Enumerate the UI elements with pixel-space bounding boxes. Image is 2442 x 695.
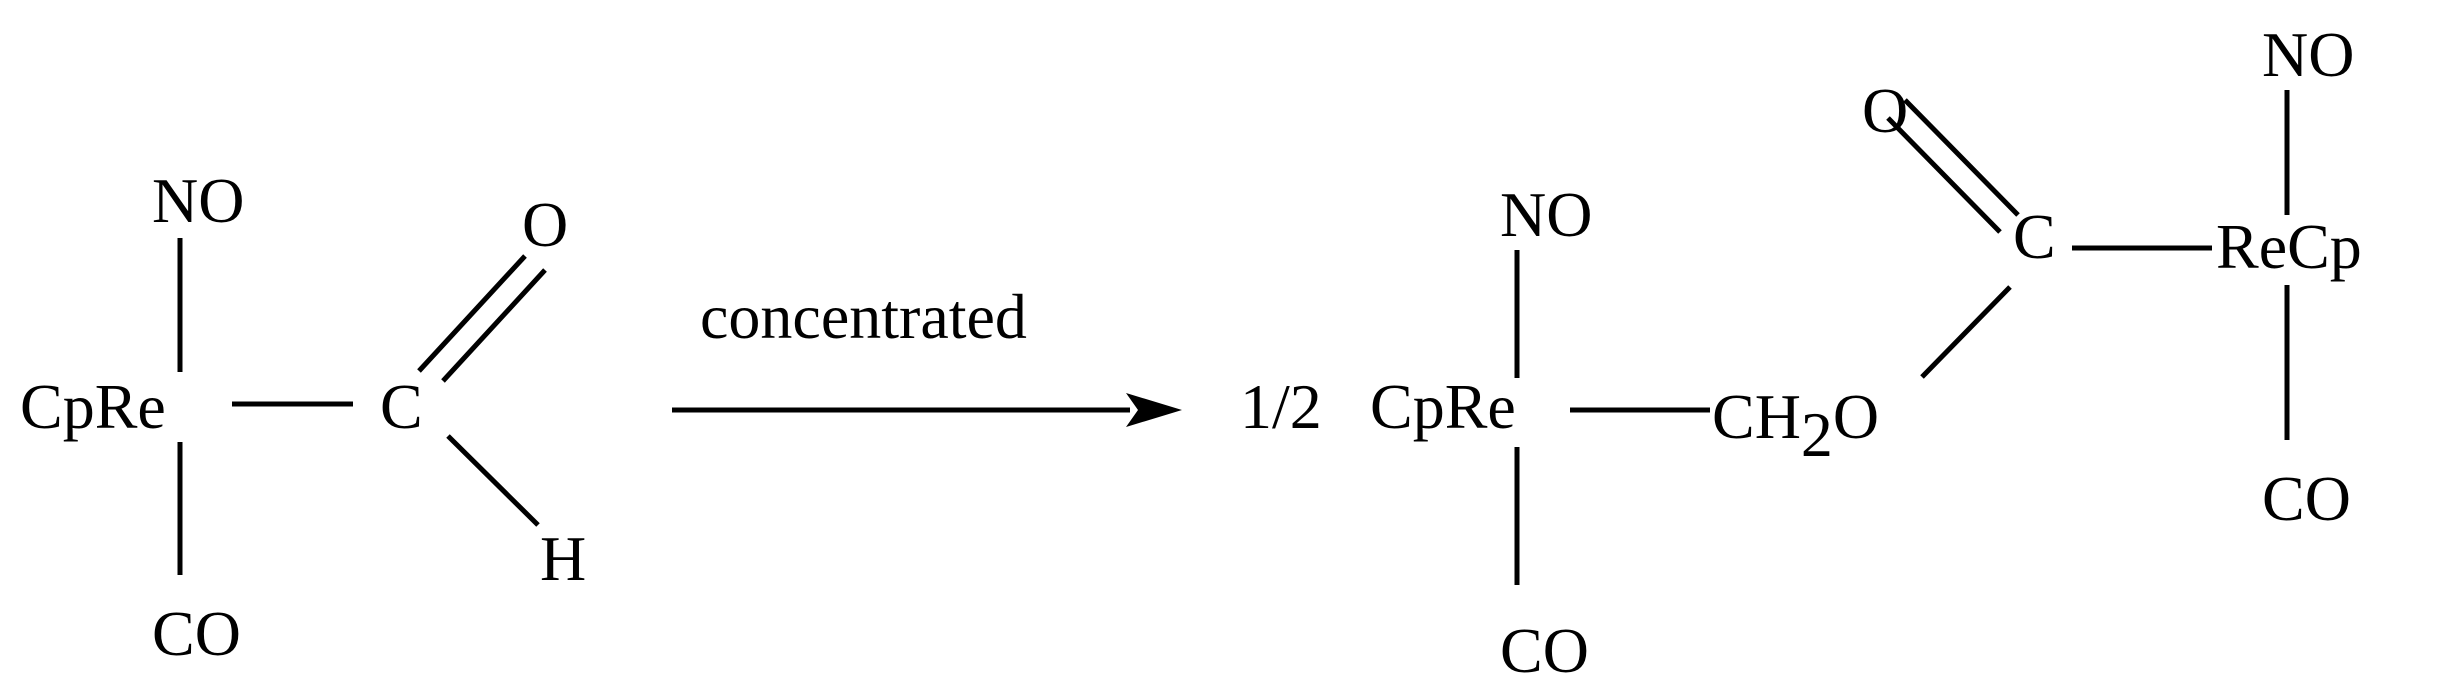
- product-c-o-double-bond-a: [1903, 98, 2020, 217]
- reactant-c-o-double-bond-a: [417, 254, 527, 373]
- product-o-c-bond: [1920, 285, 2012, 379]
- product-no-right-label: NO: [2262, 19, 2354, 90]
- arrow-head: [1126, 393, 1182, 427]
- reactant-no-label: NO: [152, 165, 244, 236]
- reaction-arrow: concentrated: [672, 281, 1182, 427]
- product-ester-oxygen-label: O: [1862, 75, 1908, 146]
- product-coefficient: 1/2: [1240, 371, 1322, 442]
- product-cpre-label: CpRe: [1370, 371, 1516, 442]
- reactant-c-o-double-bond-b: [441, 268, 547, 383]
- product-structure: 1/2 NO CpRe CO CH2O C O ReCp NO CO: [1240, 19, 2362, 686]
- reactant-oxygen-label: O: [522, 189, 568, 260]
- product-ch2o-label: CH2O: [1712, 381, 1879, 470]
- product-recp-label: ReCp: [2216, 211, 2362, 282]
- reactant-hydrogen-label: H: [540, 523, 586, 594]
- reactant-c-h-bond: [446, 434, 540, 527]
- reactant-carbon-label: C: [380, 371, 423, 442]
- product-co-left-label: CO: [1500, 615, 1589, 686]
- product-c-o-double-bond-b: [1886, 116, 2002, 234]
- reactant-co-label: CO: [152, 598, 241, 669]
- product-co-right-label: CO: [2262, 463, 2351, 534]
- product-no-left-label: NO: [1500, 179, 1592, 250]
- reactant-structure: NO CpRe CO C O H: [20, 165, 586, 669]
- reactant-cpre-label: CpRe: [20, 371, 166, 442]
- product-ester-carbon-label: C: [2013, 201, 2056, 272]
- condition-label: concentrated: [700, 281, 1027, 352]
